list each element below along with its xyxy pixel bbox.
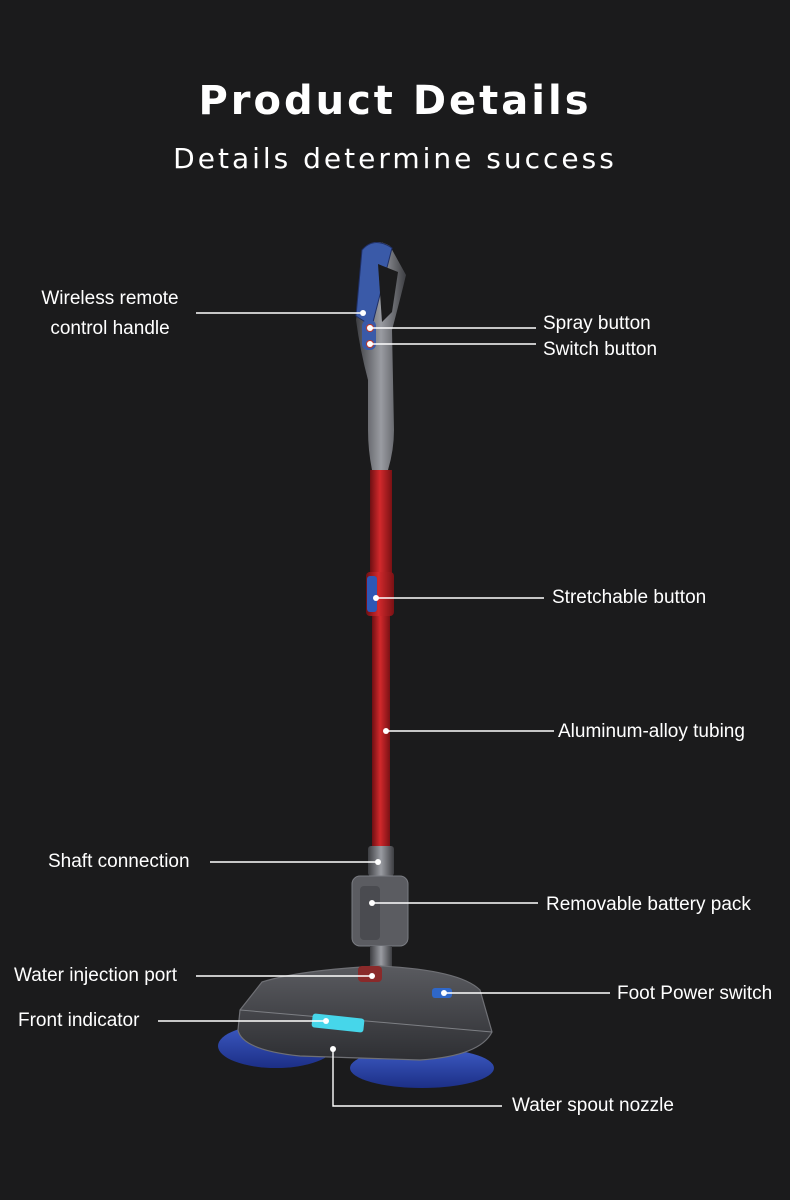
aluminum-tubing-label: Aluminum-alloy tubing [558,721,745,742]
mop-base [218,965,494,1088]
upper-tube [370,470,392,580]
wireless-handle-line1: Wireless remote [41,288,179,309]
battery-pack-label: Removable battery pack [546,894,751,915]
switch-button-label: Switch button [543,339,658,360]
page-title: Product Details [198,78,592,124]
foot-power-switch-label: Foot Power switch [617,983,773,1004]
water-spout-nozzle-label: Water spout nozzle [512,1095,674,1116]
page-subtitle: Details determine success [173,142,617,175]
handle [355,242,406,470]
front-indicator-label: Front indicator [18,1010,140,1031]
lower-tube [372,616,390,846]
spray-button-label: Spray button [543,313,651,334]
wireless-handle-label: Wireless remote control handle [30,284,190,344]
stretchable-button-label: Stretchable button [552,587,707,608]
shaft-joint [368,846,394,876]
wireless-handle-line2: control handle [50,318,170,339]
shaft-connection-label: Shaft connection [48,851,190,872]
water-injection-port-label: Water injection port [14,965,177,986]
